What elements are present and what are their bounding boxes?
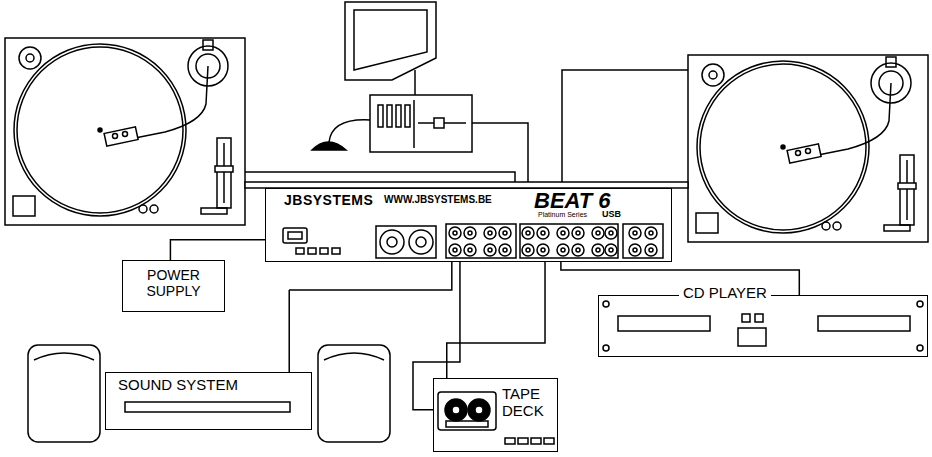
device-label: CD PLAYER [679,284,771,301]
model-name: BEAT 6 [534,188,611,213]
mixer-panel: JBSYSTEMS WWW.JBSYSTEMS.BE BEAT 6Platinum … [265,188,672,262]
audio-cable [170,240,265,260]
device-label: POWER SUPPLY [127,267,220,299]
usb-mark: USB [602,209,621,219]
audio-cable [447,262,545,378]
tape-deck-box: TAPE DECK [433,378,558,452]
power-supply-box: POWER SUPPLY [122,260,225,312]
brand-name: JBSYSTEMS [284,192,373,208]
sound-system-box: SOUND SYSTEM [105,372,312,430]
audio-cable [289,262,452,372]
series-name: Platinum Series [538,211,587,219]
web-address: WWW.JBSYSTEMS.BE [384,194,492,206]
device-label: TAPE DECK [502,385,556,420]
audio-cable [413,262,460,410]
cd-player-box: CD PLAYER [598,295,928,357]
device-label: SOUND SYSTEM [118,376,299,393]
